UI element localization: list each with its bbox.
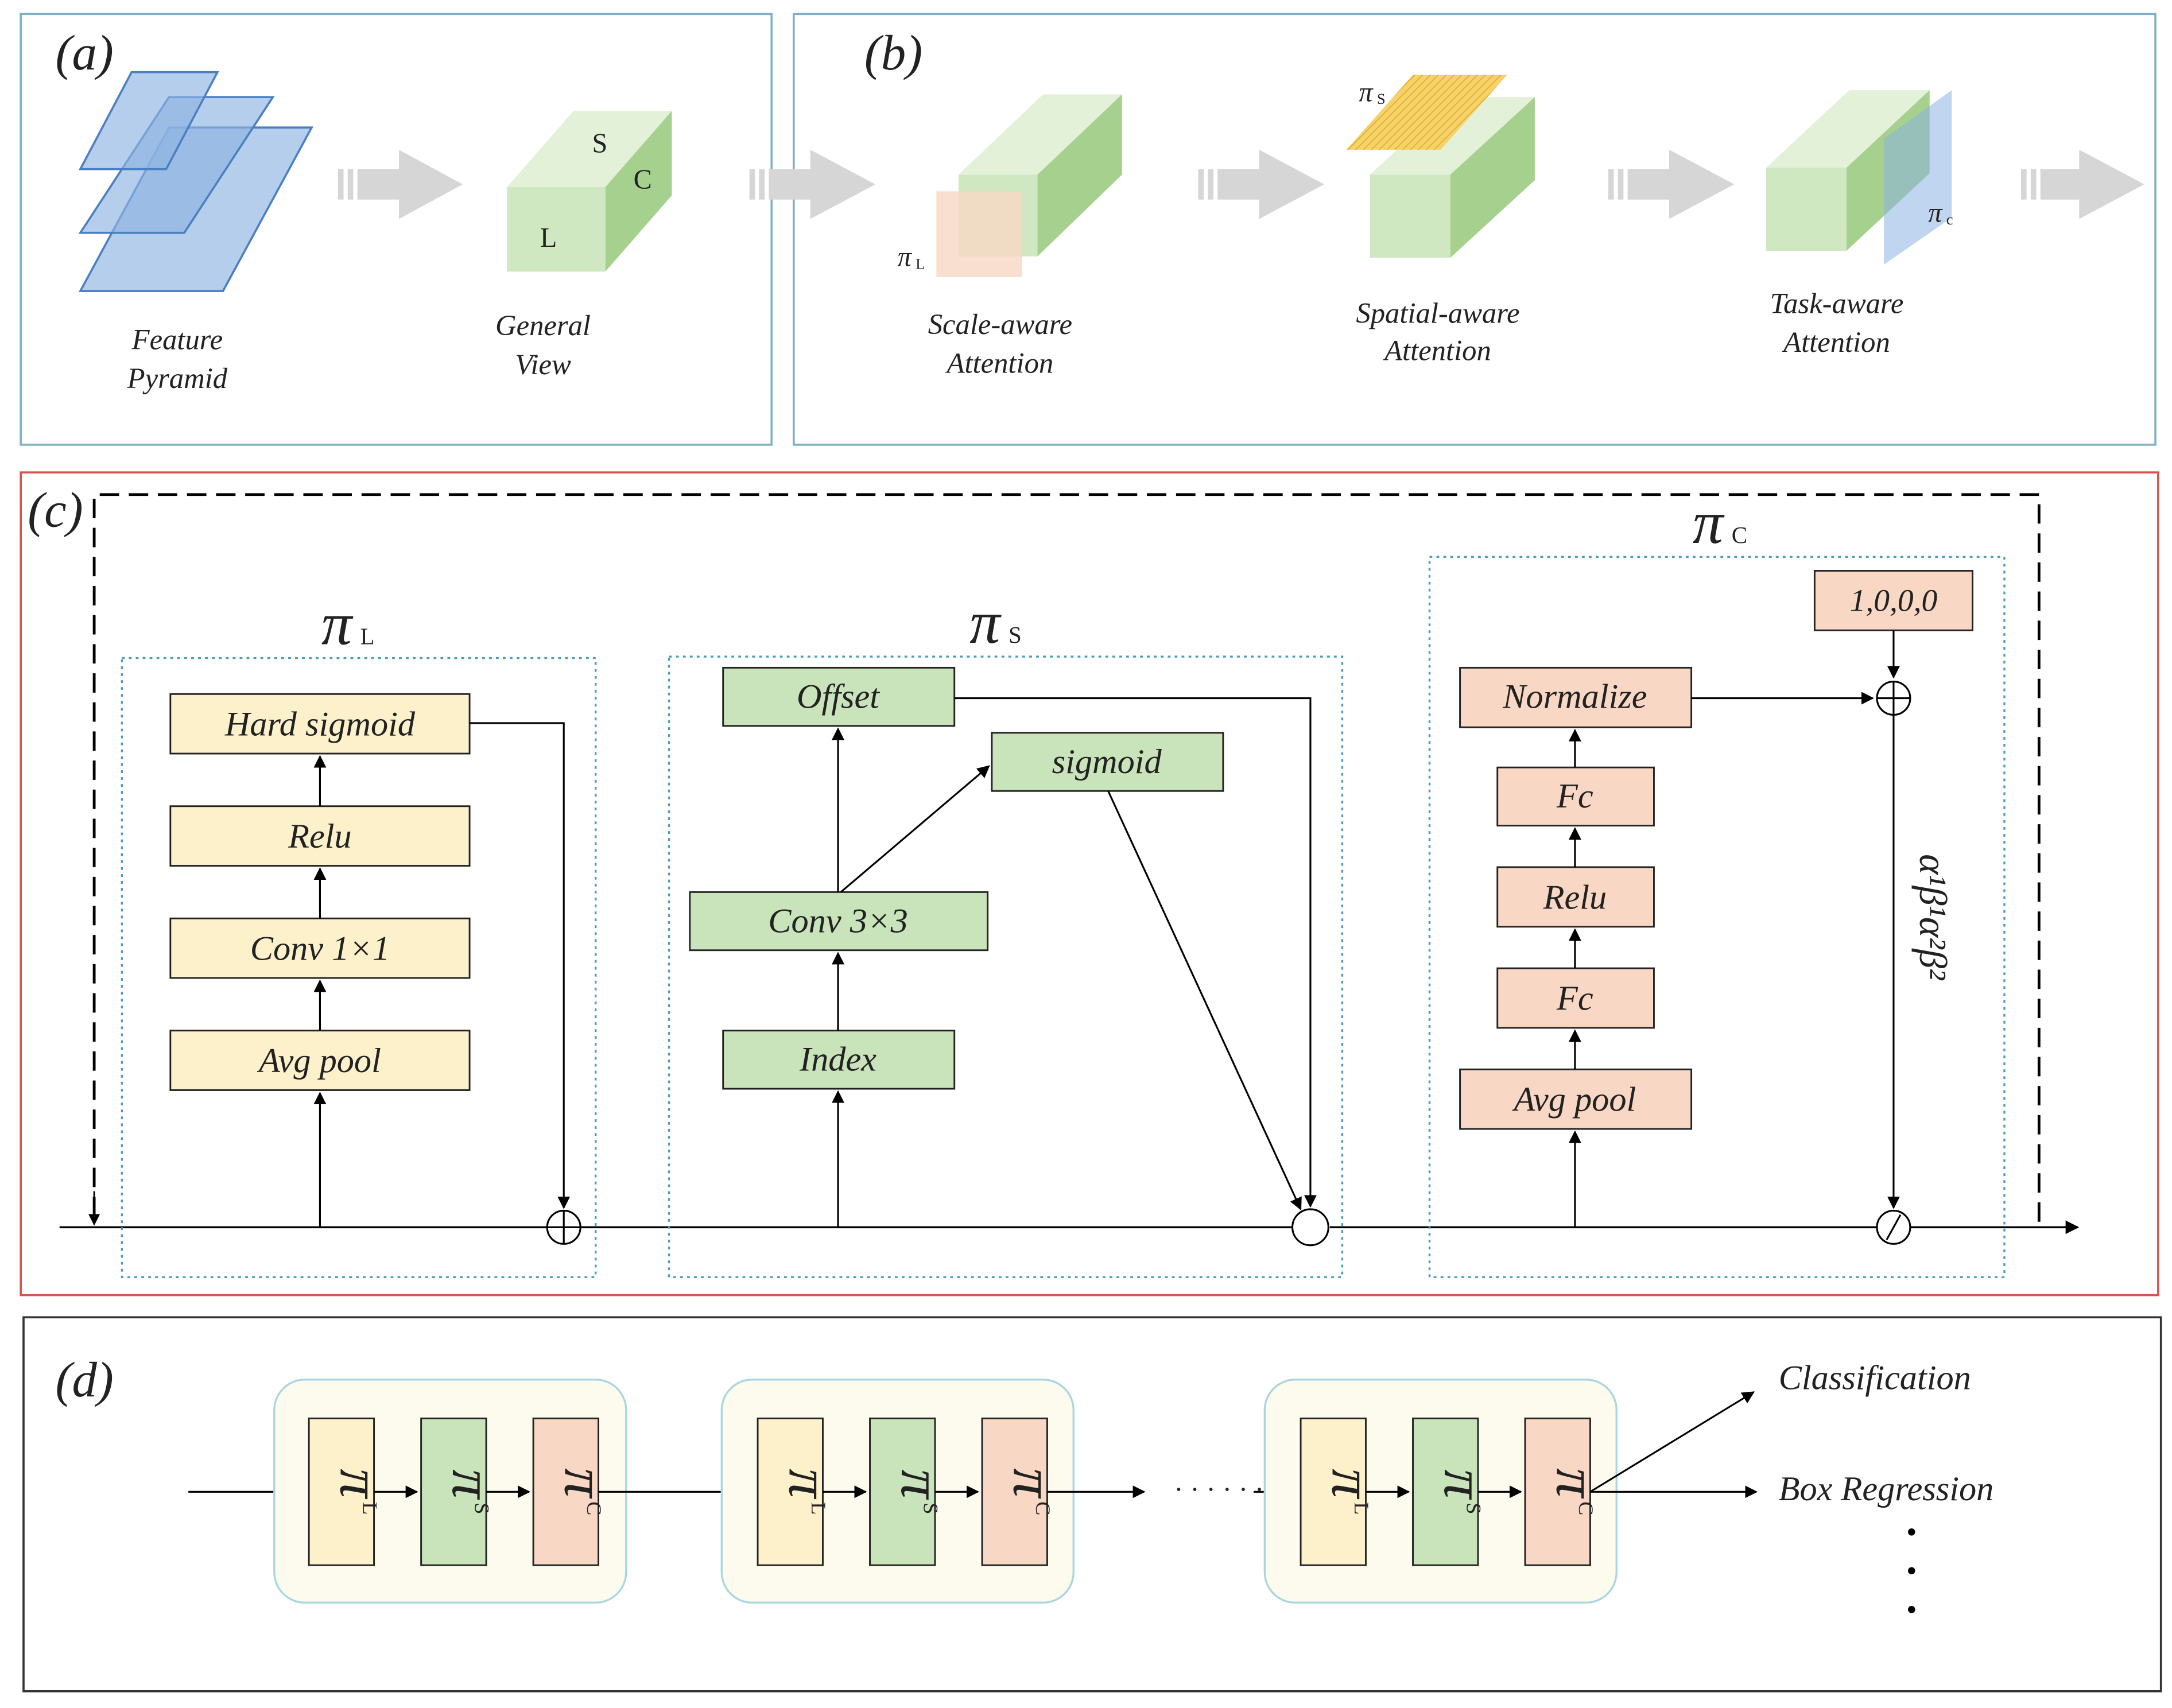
spatial-aware-cube-icon (1346, 75, 1535, 258)
svg-text:Relu: Relu (1543, 878, 1607, 917)
ellipsis-dots: · · · · · · (1174, 1474, 1264, 1505)
offset-block: Offset (722, 666, 956, 727)
svg-text:Hard sigmoid: Hard sigmoid (224, 705, 416, 744)
svg-text:Avg pool: Avg pool (257, 1042, 381, 1080)
dyhead-block: πL πS πC (720, 1379, 1075, 1604)
gray-arrow-icon (1608, 149, 1735, 219)
svg-text:Fc: Fc (1556, 777, 1593, 816)
feature-pyramid-label-1: Feature (131, 323, 223, 355)
relu-c-block: Relu (1496, 866, 1655, 928)
dynamic-relu-operator-icon (1876, 1209, 1911, 1245)
relu-block: Relu (169, 805, 471, 867)
conv-3x3-block: Conv 3×3 (689, 891, 989, 952)
vertical-ellipsis-icon (1908, 1528, 1915, 1613)
init-values-block: 1,0,0,0 (1813, 570, 1973, 631)
svg-text:Avg pool: Avg pool (1511, 1081, 1636, 1119)
pi-l-symbol: πL (328, 1469, 393, 1515)
pi-c-symbol: πC (553, 1468, 617, 1515)
panel-d-label: (d) (56, 1352, 114, 1407)
general-view-label-2: View (515, 348, 571, 381)
svg-text:1,0,0,0: 1,0,0,0 (1850, 583, 1938, 618)
svg-text:Conv 3×3: Conv 3×3 (768, 902, 907, 940)
task-aware-cube-icon (1766, 90, 1952, 265)
general-view-cube-icon (507, 111, 672, 272)
scale-aware-label-2: Attention (945, 347, 1054, 379)
add-operator-icon (1876, 680, 1911, 716)
gray-arrow-icon (338, 149, 463, 219)
spatial-aware-label-2: Attention (1383, 335, 1491, 367)
add-operator-icon (546, 1209, 581, 1245)
svg-text:Index: Index (799, 1041, 876, 1079)
sigmoid-block: sigmoid (991, 732, 1224, 792)
avg-pool-c-block: Avg pool (1459, 1068, 1693, 1130)
general-view-label-1: General (495, 309, 591, 341)
fc-top-block: Fc (1496, 766, 1655, 826)
index-block: Index (722, 1030, 956, 1090)
task-aware-module (1428, 556, 2006, 1278)
task-aware-label-2: Attention (1782, 326, 1890, 358)
svg-text:Offset: Offset (797, 677, 880, 716)
feature-pyramid-icon (78, 71, 314, 292)
feature-pyramid-label-2: Pyramid (127, 362, 228, 394)
panel-b-label: (b) (864, 25, 922, 80)
normalize-block: Normalize (1459, 666, 1693, 728)
gray-arrow-icon (749, 149, 876, 219)
params-label: α¹β¹α²β² (1911, 854, 1954, 981)
spatial-aware-module (668, 655, 1344, 1278)
svg-text:Conv 1×1: Conv 1×1 (250, 930, 390, 968)
pi-c-symbol: πC (1002, 1468, 1066, 1515)
scale-aware-cube-icon (936, 94, 1122, 277)
pi-s-symbol: πS (889, 1469, 953, 1514)
pi-s-symbol: πS (1432, 1469, 1496, 1514)
classification-label: Classification (1779, 1359, 1971, 1398)
panel-c-label: (c) (28, 482, 83, 537)
gray-arrow-icon (2020, 149, 2144, 219)
dyhead-block: πL πS πC (1263, 1379, 1618, 1604)
pi-l-symbol: πL (1320, 1469, 1384, 1515)
conv-1x1-block: Conv 1×1 (169, 917, 471, 979)
fc-bottom-block: Fc (1496, 967, 1655, 1029)
scale-aware-label-1: Scale-aware (928, 308, 1072, 340)
task-aware-label-1: Task-aware (1770, 288, 1904, 320)
panel-a-label: (a) (56, 25, 114, 80)
svg-text:sigmoid: sigmoid (1052, 743, 1162, 781)
svg-text:Fc: Fc (1556, 979, 1593, 1018)
cube-face-c: C (634, 164, 652, 195)
skip-connection (92, 493, 2041, 1228)
box-regression-label: Box Regression (1779, 1470, 1994, 1508)
dyhead-block: πL πS πC (273, 1379, 627, 1604)
svg-text:Normalize: Normalize (1502, 677, 1647, 716)
cube-face-s: S (592, 129, 608, 159)
scale-aware-module (121, 657, 597, 1278)
hard-sigmoid-block: Hard sigmoid (169, 693, 471, 755)
cube-face-l: L (540, 223, 557, 253)
pi-l-symbol: πL (777, 1469, 841, 1515)
panel-d: (d) πL πS πC πL πS πC · · · (22, 1316, 2162, 1693)
svg-text:Relu: Relu (288, 817, 352, 856)
spatial-aware-label-1: Spatial-aware (1356, 297, 1519, 329)
pi-s-symbol: πS (440, 1469, 505, 1514)
multiply-operator-icon (1291, 1208, 1329, 1247)
avg-pool-block: Avg pool (169, 1030, 471, 1091)
panel-a: (a) Feature Pyramid S C L General View (20, 13, 773, 446)
gray-arrow-icon (1198, 149, 1325, 219)
pi-c-symbol: πC (1545, 1468, 1609, 1515)
